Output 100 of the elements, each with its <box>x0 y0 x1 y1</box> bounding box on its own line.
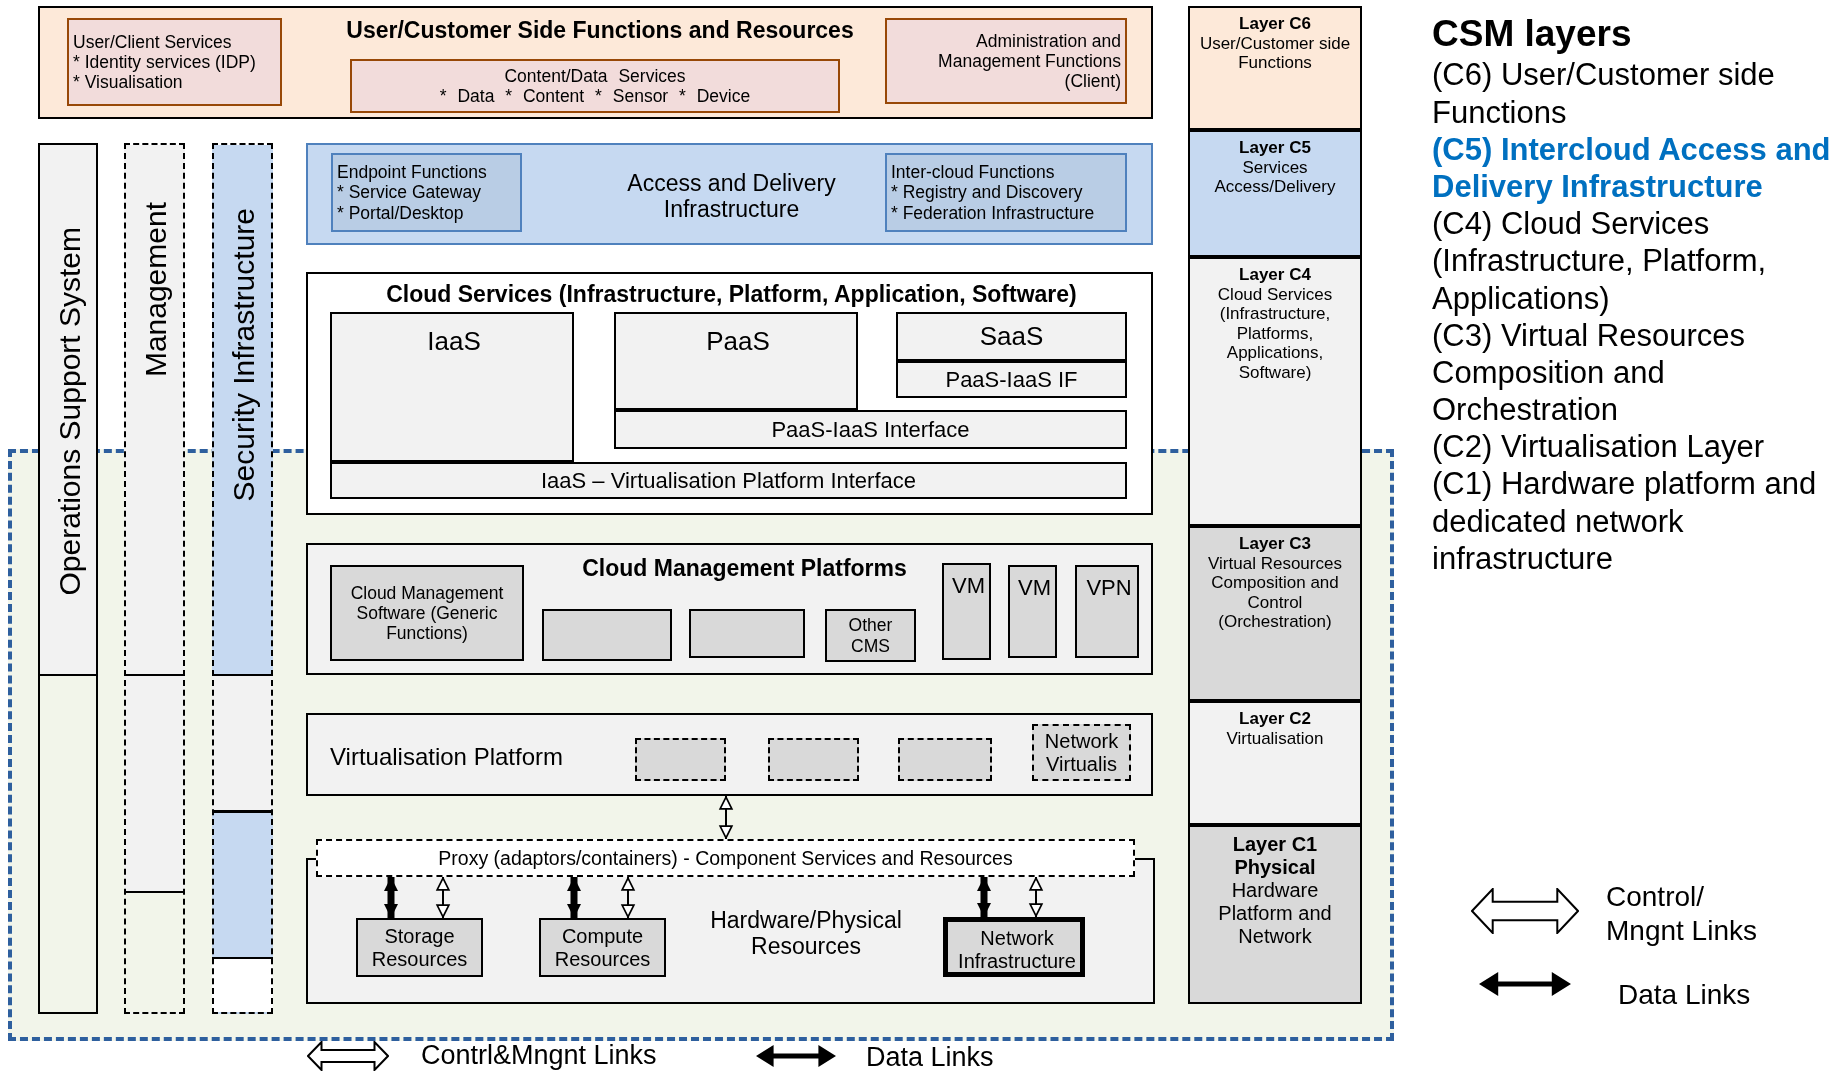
box-text: Layer C3 <box>1238 534 1312 554</box>
list-item: (C4) Cloud Services (Infrastructure, Platform, Applications) <box>1432 205 1768 317</box>
legend-text: Control/ Mngnt Links <box>1606 880 1758 948</box>
box-text: Virtualisation <box>1225 728 1325 749</box>
list-item: (C6) User/Customer side Functions <box>1432 56 1776 131</box>
layer-cell <box>1188 701 1362 825</box>
component-box <box>350 59 840 113</box>
box-text: User/Client Services <box>73 31 233 52</box>
placeholder-box <box>542 609 672 661</box>
layer-cell <box>1188 825 1362 1004</box>
box-text: IaaS – Virtualisation Platform Interface <box>540 467 917 494</box>
box-text: Hardware/Physical Resources <box>709 906 903 960</box>
component-box <box>1075 565 1139 658</box>
component-box <box>825 609 916 662</box>
box-text: Access and Delivery Infrastructure <box>626 169 837 223</box>
box-text: * Portal/Desktop <box>337 202 465 223</box>
box-text: Content/Data Services <box>503 65 687 86</box>
legend-text: Contrl&Mngnt Links <box>421 1039 658 1072</box>
legend-text: Data Links <box>866 1041 995 1074</box>
box-text: * Data * Content * Sensor * Device <box>438 86 752 107</box>
data-arrow <box>384 877 398 918</box>
control-arrow <box>436 876 450 919</box>
box-text: Inter-cloud Functions <box>891 162 1056 183</box>
box-text: VM <box>1017 575 1052 601</box>
box-text: User/Customer Side Functions and Resources <box>345 16 855 44</box>
box-text: Network Infrastructure <box>957 927 1077 973</box>
placeholder-box <box>898 738 992 781</box>
box-text: Layer C5 <box>1238 138 1312 158</box>
box-text: User/Customer side Functions <box>1198 33 1352 73</box>
box-text: * Identity services (IDP) <box>73 51 257 73</box>
component-box <box>942 563 991 660</box>
data-arrow <box>977 877 991 917</box>
list-item: (C3) Virtual Resources Composition and Orchestration <box>1432 316 1746 429</box>
box-text: Proxy (adaptors/containers) - Component Services and Resources <box>437 846 1014 870</box>
box-text: * Visualisation <box>73 72 184 93</box>
list-item: (C2) Virtualisation Layer <box>1432 428 1765 466</box>
placeholder-box <box>689 609 805 658</box>
box-text: IaaS <box>426 327 482 357</box>
box-text: VM <box>951 573 986 599</box>
box-text: Services Access/Delivery <box>1213 157 1337 197</box>
box-text: * Registry and Discovery <box>891 182 1084 203</box>
layer-cell <box>1188 257 1362 526</box>
placeholder-box <box>768 738 859 781</box>
layer-band <box>306 713 1153 796</box>
box-text: Endpoint Functions <box>337 162 488 183</box>
layer-cell <box>1188 6 1362 130</box>
box-text: * Service Gateway <box>337 182 482 203</box>
vertical-bar <box>124 143 185 1014</box>
box-text: SaaS <box>978 321 1045 352</box>
component-box <box>539 918 666 977</box>
proxy-band <box>316 839 1135 877</box>
data-arrow <box>567 877 581 918</box>
box-text: Layer C6 <box>1238 14 1312 34</box>
box-text: Storage Resources <box>370 924 469 971</box>
box-text: Layer C1 Physical <box>1231 833 1319 879</box>
component-box <box>896 361 1127 398</box>
component-box <box>1008 565 1057 658</box>
box-text: Layer C2 <box>1238 709 1312 729</box>
component-box <box>331 153 522 232</box>
component-box <box>330 312 574 462</box>
box-text: Cloud Management Platforms <box>581 554 908 582</box>
component-box <box>356 918 483 977</box>
box-text: Compute Resources <box>553 924 652 971</box>
box-text: * Federation Infrastructure <box>891 202 1096 223</box>
component-box <box>943 917 1085 977</box>
layer-band <box>306 543 1153 675</box>
component-box <box>330 462 1127 499</box>
box-text: Management <box>139 202 174 378</box>
component-box <box>330 565 524 661</box>
box-text: PaaS-IaaS IF <box>944 366 1079 393</box>
list-heading: CSM layers <box>1432 12 1633 56</box>
box-text: PaaS <box>705 327 771 357</box>
component-box <box>896 312 1127 361</box>
vertical-bar <box>212 143 273 1014</box>
box-text: Virtual Resources Composition and Control (Orchestration) <box>1207 553 1343 632</box>
component-box <box>885 153 1127 232</box>
control-arrow <box>719 795 733 840</box>
component-box <box>614 410 1127 449</box>
box-text: Security Infrastructure <box>227 208 262 502</box>
box-text: VPN <box>1085 575 1133 601</box>
layer-cell <box>1188 526 1362 701</box>
layer-cell <box>1188 130 1362 257</box>
box-text: Hardware Platform and Network <box>1217 879 1333 948</box>
legend-text: Data Links <box>1618 978 1752 1012</box>
box-text: Cloud Services (Infrastructure, Platform, Application, Software) <box>385 280 1078 308</box>
list-item: (C5) Intercloud Access and Delivery Infrastructure <box>1432 130 1832 206</box>
box-text: Administration and Management Functions (Client) <box>937 30 1121 92</box>
control-arrow <box>621 876 635 919</box>
box-text: Operations Support System <box>52 226 87 596</box>
box-text: Other CMS <box>847 615 894 656</box>
layer-band <box>306 143 1153 245</box>
placeholder-box <box>635 738 726 781</box>
vertical-bar <box>38 143 98 1014</box>
box-text: PaaS-IaaS Interface <box>770 416 971 443</box>
layer-band <box>38 6 1153 119</box>
box-text: Cloud Services (Infrastructure, Platforms, Applications, Software) <box>1216 284 1334 383</box>
component-box <box>1032 724 1131 781</box>
component-box <box>67 18 282 106</box>
box-text: Virtualisation Platform <box>330 742 564 771</box>
box-text: Cloud Management Software (Generic Functions) <box>349 582 505 644</box>
